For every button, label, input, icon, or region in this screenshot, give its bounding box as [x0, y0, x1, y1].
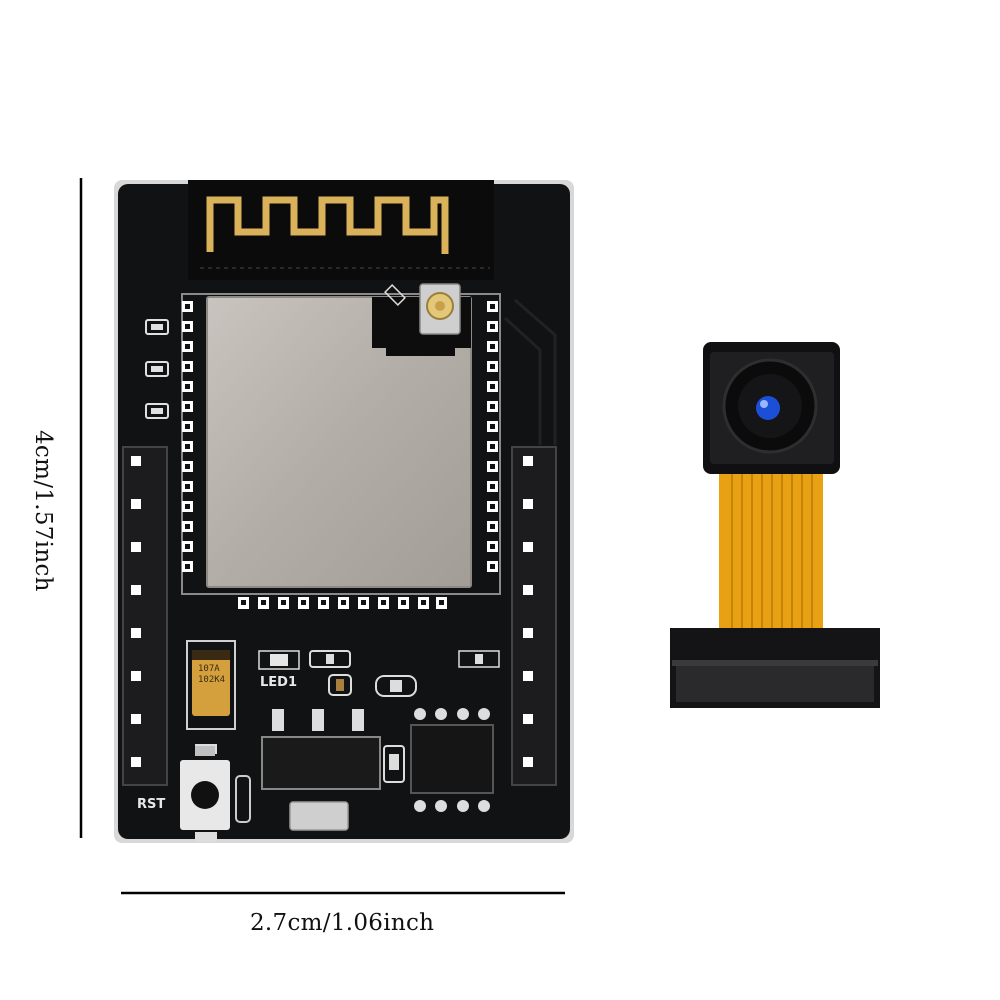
voltage-regulator: [261, 709, 381, 831]
header-pins-left: [131, 456, 141, 767]
capacitor-marking: 107A 102K4: [198, 664, 226, 685]
camera-lens: [722, 358, 818, 454]
tantalum-capacitor: [192, 650, 230, 716]
pcb-antenna: [206, 196, 449, 254]
led-label: LED1: [260, 675, 298, 690]
reset-label: RST: [137, 797, 166, 812]
smd-resistors-left: [145, 319, 169, 419]
width-label: 2.7cm/1.06inch: [250, 910, 435, 936]
flex-cable: [719, 468, 823, 628]
ipex-connector: [419, 283, 461, 335]
rf-shield: [206, 296, 472, 588]
header-pins-right: [523, 456, 533, 767]
psram-chip: [410, 708, 494, 812]
